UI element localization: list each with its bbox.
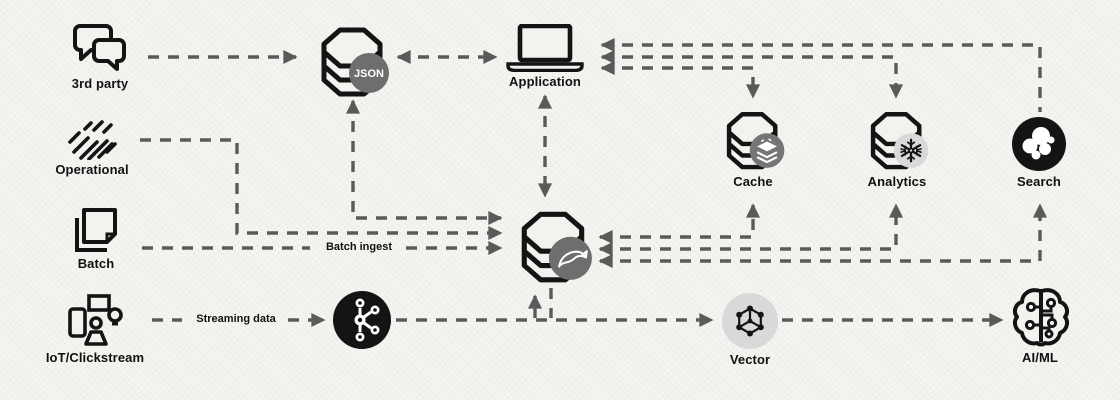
database-icon xyxy=(726,112,785,170)
node-label: IoT/Clickstream xyxy=(45,350,145,365)
node-label: Cache xyxy=(733,174,773,189)
edge-coredb-search-bidirectional xyxy=(598,203,1048,269)
node-label: Operational xyxy=(55,162,129,177)
documents-icon xyxy=(75,208,117,252)
node-json-db: JSON xyxy=(314,20,392,100)
node-label: Batch xyxy=(77,256,115,271)
dolphin-icon xyxy=(558,250,588,268)
edge-operational-to-coredb xyxy=(140,138,503,241)
node-label: Vector xyxy=(729,352,771,367)
kafka-icon xyxy=(333,291,391,349)
edge-label-batch-ingest: Batch ingest xyxy=(325,241,392,253)
node-search: Search xyxy=(1010,116,1068,189)
database-icon xyxy=(521,211,592,283)
node-analytics: Analytics xyxy=(856,106,938,189)
network-graph-icon xyxy=(722,293,778,349)
node-stream-broker xyxy=(332,290,392,350)
edge-coredb-analytics-bidirectional xyxy=(598,203,904,257)
node-vector: Vector xyxy=(720,292,780,367)
edge-label-streaming-data: Streaming data xyxy=(196,313,276,325)
node-iot-clickstream: IoT/Clickstream xyxy=(40,294,150,365)
chat-bubbles-icon xyxy=(73,24,126,71)
edge-application-analytics-top xyxy=(600,49,904,99)
node-relational-db xyxy=(514,204,594,286)
node-label: Analytics xyxy=(867,174,927,189)
database-icon xyxy=(870,112,929,170)
node-label: 3rd party xyxy=(71,76,129,91)
edge-application-cache-top xyxy=(600,60,761,99)
node-batch: Batch xyxy=(56,206,136,271)
node-label: AI/ML xyxy=(1022,350,1058,365)
laptop-icon xyxy=(506,24,584,72)
node-third-party: 3rd party xyxy=(58,22,142,91)
hatch-lines-icon xyxy=(68,120,117,160)
node-label: Search xyxy=(1017,174,1061,189)
node-label: Application xyxy=(509,74,581,89)
devices-icon xyxy=(68,294,123,346)
node-application: Application xyxy=(500,24,590,89)
edge-jsondb-coredb-bidirectional xyxy=(345,99,503,226)
layers-stack-icon xyxy=(756,138,778,164)
edge-coredb-cache-bidirectional xyxy=(598,203,761,245)
node-ai-ml: AI/ML xyxy=(1008,286,1072,365)
brain-circuit-icon xyxy=(1012,288,1070,347)
edge-search-to-application-top xyxy=(600,37,1042,112)
json-badge xyxy=(349,53,389,93)
node-cache: Cache xyxy=(714,106,792,189)
cluster-blobs-icon xyxy=(1012,117,1066,171)
snowflake-icon xyxy=(900,138,922,163)
dolphin-badge xyxy=(548,236,592,280)
json-badge-label: JSON xyxy=(354,68,384,80)
database-icon: JSON xyxy=(321,27,389,97)
node-operational: Operational xyxy=(46,112,138,177)
